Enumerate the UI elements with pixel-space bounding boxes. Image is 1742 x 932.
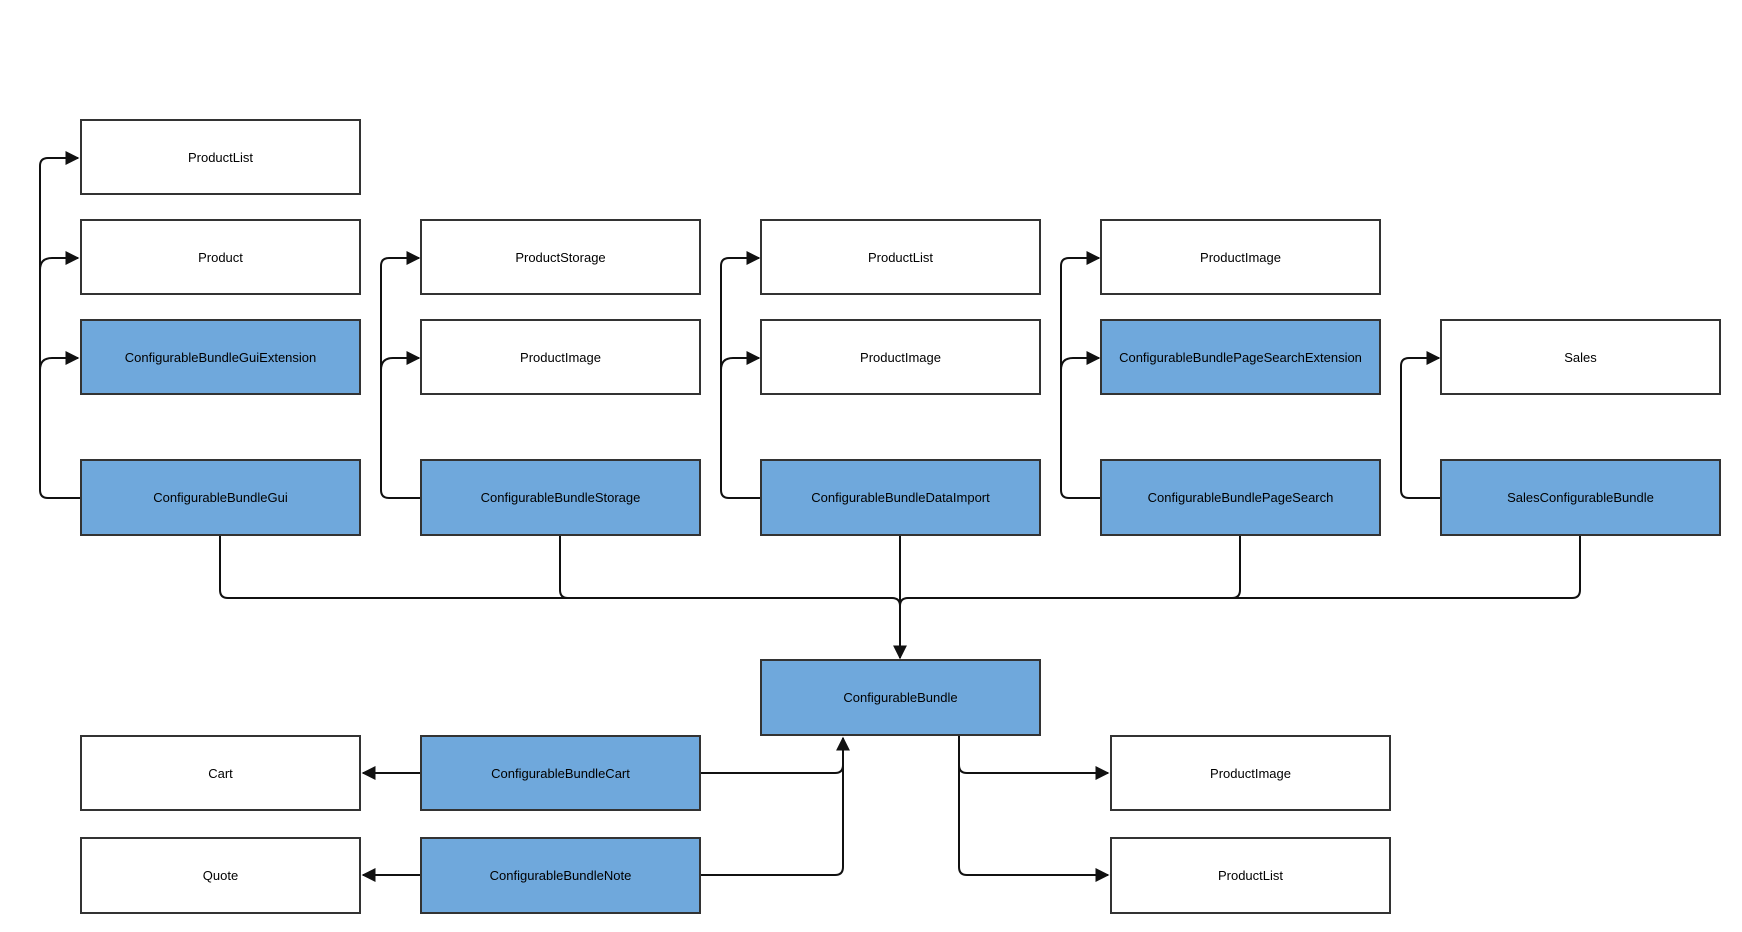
edge-gui-to-productlist [39,151,80,499]
edge-bundle-to-productimage [958,736,1110,780]
node-productstorage: ProductStorage [420,219,701,295]
edge-bundlecart-to-bundle [700,736,850,774]
edge-bundle-to-productlist [958,765,1110,882]
node-productimage-storage: ProductImage [420,319,701,395]
node-configurablebundlepagesearchextension: ConfigurableBundlePageSearchExtension [1100,319,1381,395]
edge-dataimport-to-productlist [720,251,761,499]
node-productimage-pagesearch: ProductImage [1100,219,1381,295]
node-configurablebundlenote: ConfigurableBundleNote [420,837,701,914]
node-productlist-bundle: ProductList [1110,837,1391,914]
edge-salesbundle-to-sales [1400,351,1441,499]
node-productimage-bundle: ProductImage [1110,735,1391,811]
node-productlist-dataimport: ProductList [760,219,1041,295]
node-productimage-dataimport: ProductImage [760,319,1041,395]
node-configurablebundlestorage: ConfigurableBundleStorage [420,459,701,536]
edge-pagesearch-to-productimage [1060,251,1101,499]
edge-storage-to-bundle [559,536,569,599]
edge-storage-to-productimage [380,351,421,371]
node-configurablebundlecart: ConfigurableBundleCart [420,735,701,811]
node-product: Product [80,219,361,295]
edge-pagesearch-to-extension [1060,351,1101,371]
node-configurablebundledataimport: ConfigurableBundleDataImport [760,459,1041,536]
node-productlist: ProductList [80,119,361,195]
node-cart: Cart [80,735,361,811]
edge-bundlenote-to-bundle [700,765,844,876]
node-configurablebundlegui: ConfigurableBundleGui [80,459,361,536]
edge-storage-to-productstorage [380,251,421,499]
node-configurablebundleguiextension: ConfigurableBundleGuiExtension [80,319,361,395]
node-quote: Quote [80,837,361,914]
edge-pagesearch-to-bundle [1231,536,1241,599]
node-configurablebundlepagesearch: ConfigurableBundlePageSearch [1100,459,1381,536]
edge-gui-to-product [39,251,80,271]
node-sales: Sales [1440,319,1721,395]
edge-dataimport-to-productimage [720,351,761,371]
node-configurablebundle: ConfigurableBundle [760,659,1041,736]
edge-gui-to-guiextension [39,351,80,371]
node-salesconfigurablebundle: SalesConfigurableBundle [1440,459,1721,536]
